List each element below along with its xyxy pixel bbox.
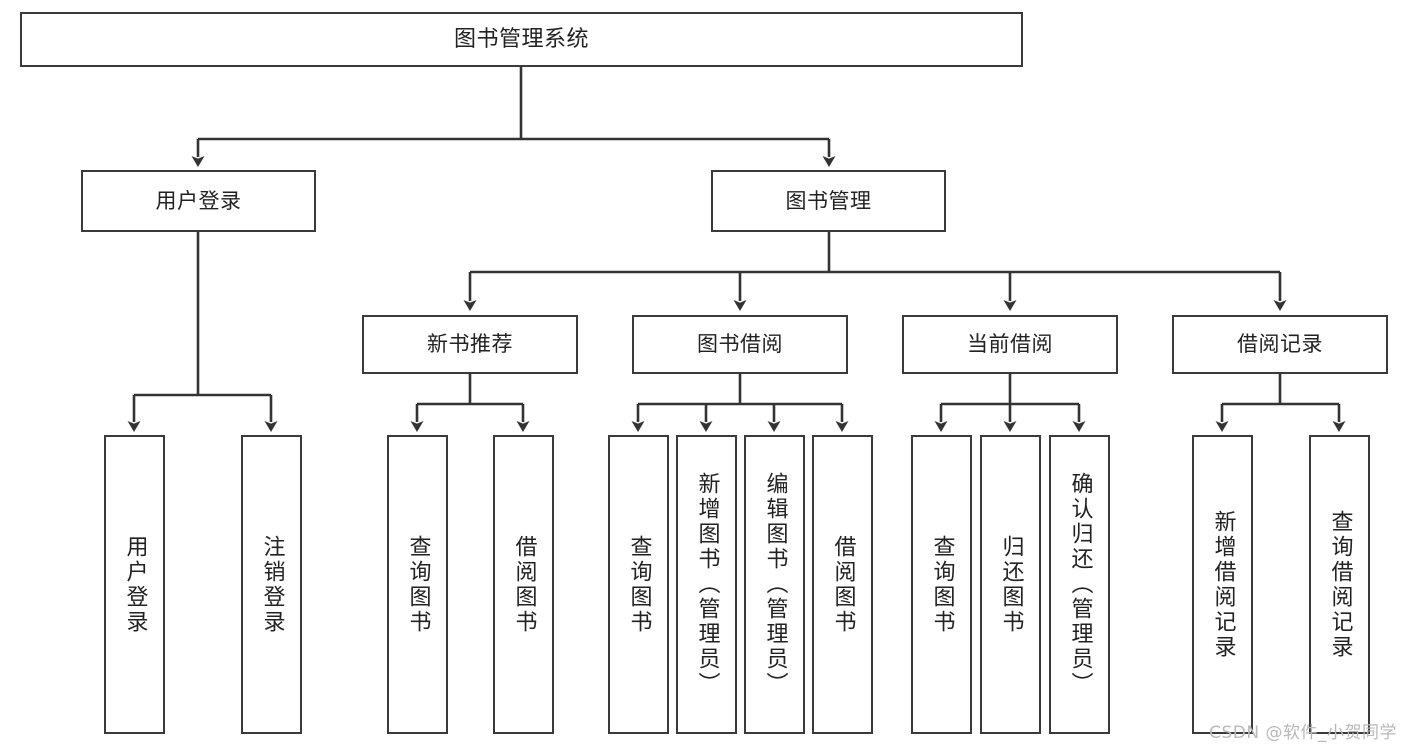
leaf-label: 查询借阅记录 <box>1327 509 1353 660</box>
node-user-login[interactable]: 用户登录 <box>81 170 316 232</box>
node-book-management[interactable]: 图书管理 <box>711 170 946 232</box>
leaf-new-book-query-book[interactable]: 查询图书 <box>387 435 448 734</box>
node-borrow-record[interactable]: 借阅记录 <box>1172 315 1388 374</box>
leaf-new-book-borrow-book[interactable]: 借阅图书 <box>493 435 554 734</box>
leaf-current-borrow-query-book[interactable]: 查询图书 <box>911 435 972 734</box>
leaf-book-borrow-query-book[interactable]: 查询图书 <box>608 435 669 734</box>
leaf-label: 编辑图书（管理员） <box>762 472 788 697</box>
leaf-label: 新增借阅记录 <box>1210 509 1236 660</box>
leaf-label: 借阅图书 <box>511 534 537 635</box>
leaf-book-borrow-borrow-book[interactable]: 借阅图书 <box>812 435 873 734</box>
leaf-label: 注销登录 <box>259 534 285 635</box>
leaf-label: 借阅图书 <box>830 534 856 635</box>
node-current-borrow[interactable]: 当前借阅 <box>902 315 1118 374</box>
leaf-user-login-logout[interactable]: 注销登录 <box>241 435 302 734</box>
leaf-book-borrow-add-book-admin[interactable]: 新增图书（管理员） <box>676 435 737 734</box>
leaf-borrow-record-query-record[interactable]: 查询借阅记录 <box>1309 435 1370 734</box>
leaf-book-borrow-edit-book-admin[interactable]: 编辑图书（管理员） <box>744 435 805 734</box>
leaf-label: 用户登录 <box>122 534 148 635</box>
leaf-label: 查询图书 <box>405 534 431 635</box>
leaf-label: 新增图书（管理员） <box>694 472 720 697</box>
leaf-current-borrow-confirm-return-admin[interactable]: 确认归还（管理员） <box>1049 435 1110 734</box>
leaf-user-login-login[interactable]: 用户登录 <box>104 435 165 734</box>
node-root-library-management-system[interactable]: 图书管理系统 <box>20 12 1023 67</box>
csdn-watermark: CSDN @软件_小贺同学 <box>1209 723 1397 743</box>
leaf-label: 查询图书 <box>626 534 652 635</box>
leaf-label: 确认归还（管理员） <box>1067 472 1093 697</box>
node-book-borrow[interactable]: 图书借阅 <box>632 315 848 374</box>
leaf-borrow-record-add-record[interactable]: 新增借阅记录 <box>1192 435 1253 734</box>
leaf-current-borrow-return-book[interactable]: 归还图书 <box>980 435 1041 734</box>
leaf-label: 归还图书 <box>998 534 1024 635</box>
leaf-label: 查询图书 <box>929 534 955 635</box>
node-new-book-recommend[interactable]: 新书推荐 <box>362 315 578 374</box>
